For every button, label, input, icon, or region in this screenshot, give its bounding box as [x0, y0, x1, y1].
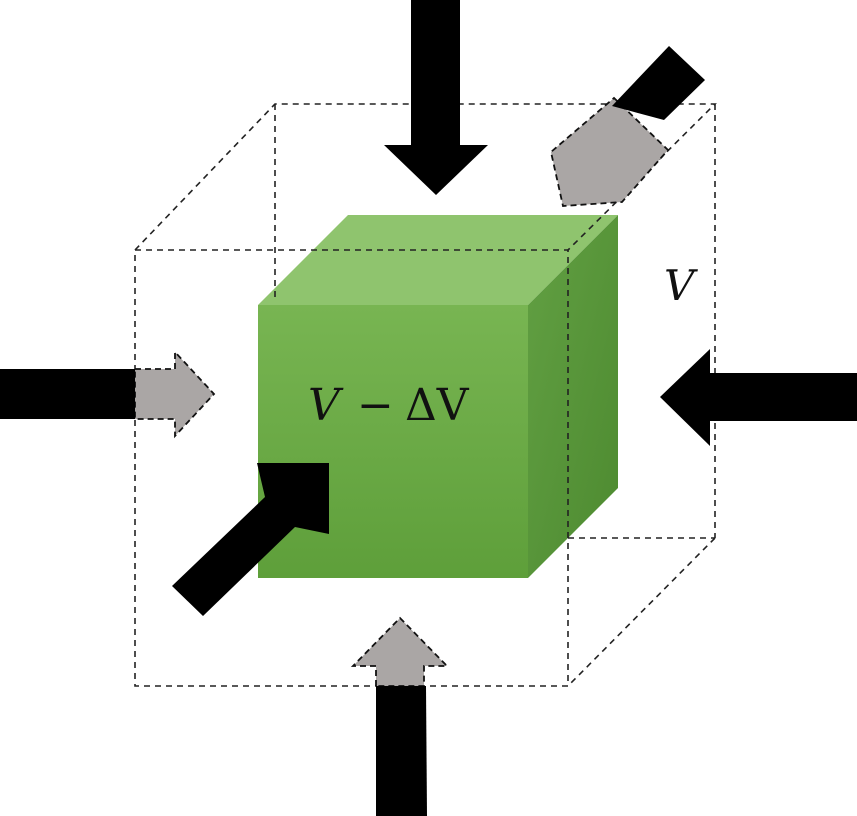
black-arrow-right	[660, 349, 857, 446]
gray-arrow-bottom	[350, 616, 450, 687]
inner-volume-v: V	[308, 380, 344, 431]
gray-arrows	[134, 96, 670, 687]
gray-arrow-left	[134, 349, 216, 439]
inner-cube-top-face	[258, 215, 618, 305]
outer-volume-label: V	[664, 261, 698, 310]
black-arrow-top	[384, 0, 488, 195]
outer-cube-outline	[134, 103, 717, 687]
inner-volume-label: V − ΔV	[308, 380, 470, 431]
black-arrow-diagonal-bottom-left	[172, 463, 329, 616]
black-arrow-bottom	[376, 686, 427, 816]
black-arrow-left	[0, 369, 135, 419]
inner-cube	[258, 215, 618, 578]
inner-cube-front-face	[258, 305, 528, 578]
gray-arrow-diagonal-top-right	[550, 96, 670, 207]
inner-cube-side-face	[528, 215, 618, 578]
black-arrow-diagonal-top-right	[612, 46, 705, 120]
inner-volume-minus: −	[357, 380, 394, 431]
inner-volume-delta-v: ΔV	[405, 380, 470, 431]
